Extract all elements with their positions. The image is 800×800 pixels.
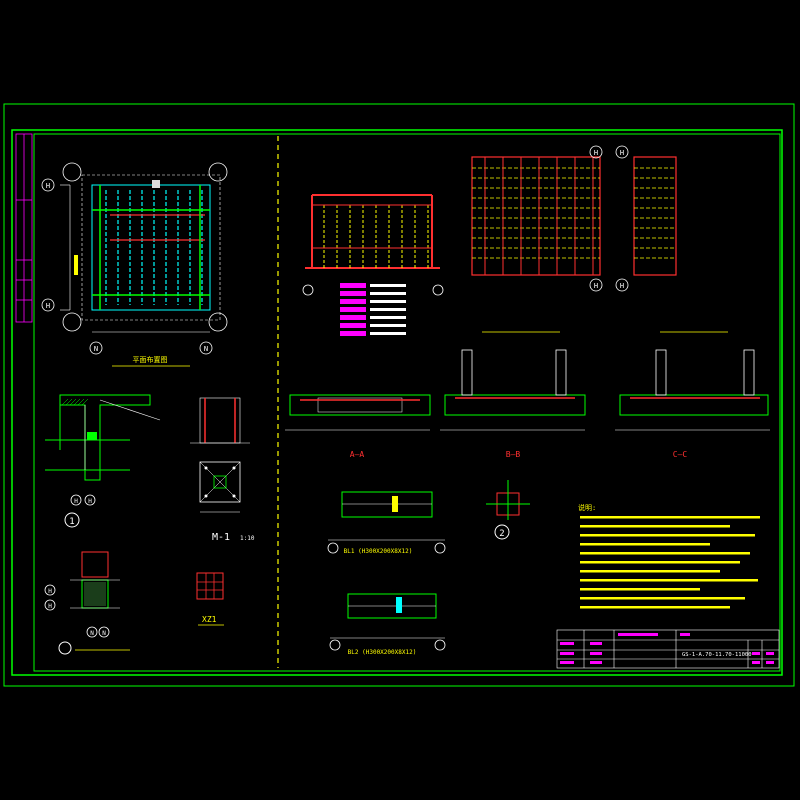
elevation-1-bubbles <box>302 284 444 296</box>
bl2-label: BL2 (H300X200X8X12) <box>348 649 417 656</box>
svg-text:H: H <box>620 149 624 157</box>
legend-swatch <box>340 299 366 304</box>
detail-1-drawing <box>45 394 161 481</box>
note-line <box>580 570 720 573</box>
m1-label: M-1 <box>212 532 230 543</box>
section-c-drawing <box>615 349 770 431</box>
drawing-line <box>73 398 81 406</box>
legend-swatch <box>340 291 366 296</box>
grid-bubble-plan-n-left: N <box>89 341 103 355</box>
section-c-label: C—C <box>673 450 688 459</box>
detail-1-bubbles: H H <box>70 494 96 506</box>
drawing-line <box>65 398 73 406</box>
detail-2-tag <box>58 641 72 655</box>
legend-text-bar <box>370 324 406 327</box>
legend-swatch <box>340 307 366 312</box>
svg-text:H: H <box>46 182 50 190</box>
node-detail-2-label: 2 <box>499 529 504 539</box>
legend-text-bar <box>370 332 406 335</box>
m1-scale: 1:10 <box>240 535 255 542</box>
detail-2-bubbles: H H N N <box>44 584 110 638</box>
section-b-drawing <box>440 349 586 431</box>
elevation-1-legend <box>340 283 406 336</box>
legend-swatch <box>340 323 366 328</box>
note-line <box>580 579 758 582</box>
note-line <box>580 525 730 528</box>
svg-text:H: H <box>48 588 52 595</box>
drawing-line <box>61 398 69 406</box>
svg-text:H: H <box>48 603 52 610</box>
drawing-line <box>69 398 77 406</box>
section-b-label: B—B <box>506 450 521 459</box>
grid-bubble-plan-h-bottom: H <box>41 298 55 312</box>
node-detail-2 <box>486 480 530 540</box>
notes-title: 说明: <box>578 503 596 512</box>
inner-border-2 <box>33 133 781 672</box>
note-line <box>580 597 745 600</box>
legend-text-bar <box>370 316 406 319</box>
svg-text:H: H <box>594 282 598 290</box>
detail-2-drawing <box>70 551 120 609</box>
note-line <box>580 606 730 609</box>
drawing-line <box>81 398 89 406</box>
title-block-cells <box>560 633 774 664</box>
plan-title: 平面布置图 <box>133 355 168 364</box>
legend-swatch <box>340 315 366 320</box>
svg-text:1: 1 <box>69 517 74 527</box>
outer-border <box>3 103 795 687</box>
section-plan-b-bubbles: H H <box>589 145 603 292</box>
legend-swatch <box>340 331 366 336</box>
grid-bubble-plan-n-right: N <box>199 341 213 355</box>
legend-text-bar <box>370 284 406 287</box>
xz1-detail <box>196 572 224 600</box>
xz1-label: XZ1 <box>202 615 217 624</box>
section-plan-c <box>633 156 677 276</box>
title-block <box>556 629 780 669</box>
section-plan-c-bubbles: H H <box>615 145 629 292</box>
legend-text-bar <box>370 300 406 303</box>
section-plan-b <box>471 156 601 276</box>
section-a-label: A—A <box>350 450 365 459</box>
section-a-drawing <box>285 394 431 431</box>
svg-text:H: H <box>88 498 92 505</box>
inner-border <box>11 129 783 676</box>
grid-bubble-plan-h-top: H <box>41 178 55 192</box>
note-line <box>580 543 710 546</box>
drawing-line <box>77 398 85 406</box>
svg-text:N: N <box>102 630 106 637</box>
drawing-number: GS-1-A.70-11.70-11000 <box>682 652 752 658</box>
base-plate-detail <box>199 461 241 513</box>
note-line <box>580 561 740 564</box>
column-elevation <box>190 397 250 444</box>
svg-text:H: H <box>74 498 78 505</box>
bl1-label: BL1 (H300X200X8X12) <box>344 548 413 555</box>
svg-text:N: N <box>94 345 98 353</box>
svg-text:H: H <box>620 282 624 290</box>
note-line <box>580 552 750 555</box>
notes-lines <box>580 516 760 609</box>
svg-text:H: H <box>594 149 598 157</box>
legend-text-bar <box>370 308 406 311</box>
detail-1-tag: 1 <box>64 512 80 528</box>
bl2-detail <box>329 593 446 651</box>
svg-text:N: N <box>90 630 94 637</box>
elevation-1 <box>305 194 440 269</box>
svg-text:N: N <box>204 345 208 353</box>
note-line <box>580 516 760 519</box>
note-line <box>580 534 755 537</box>
legend-swatch <box>340 283 366 288</box>
left-title-strip <box>15 133 33 323</box>
bl1-detail <box>327 491 446 554</box>
legend-text-bar <box>370 292 406 295</box>
note-line <box>580 588 700 591</box>
svg-text:H: H <box>46 302 50 310</box>
plan-view <box>60 162 228 333</box>
